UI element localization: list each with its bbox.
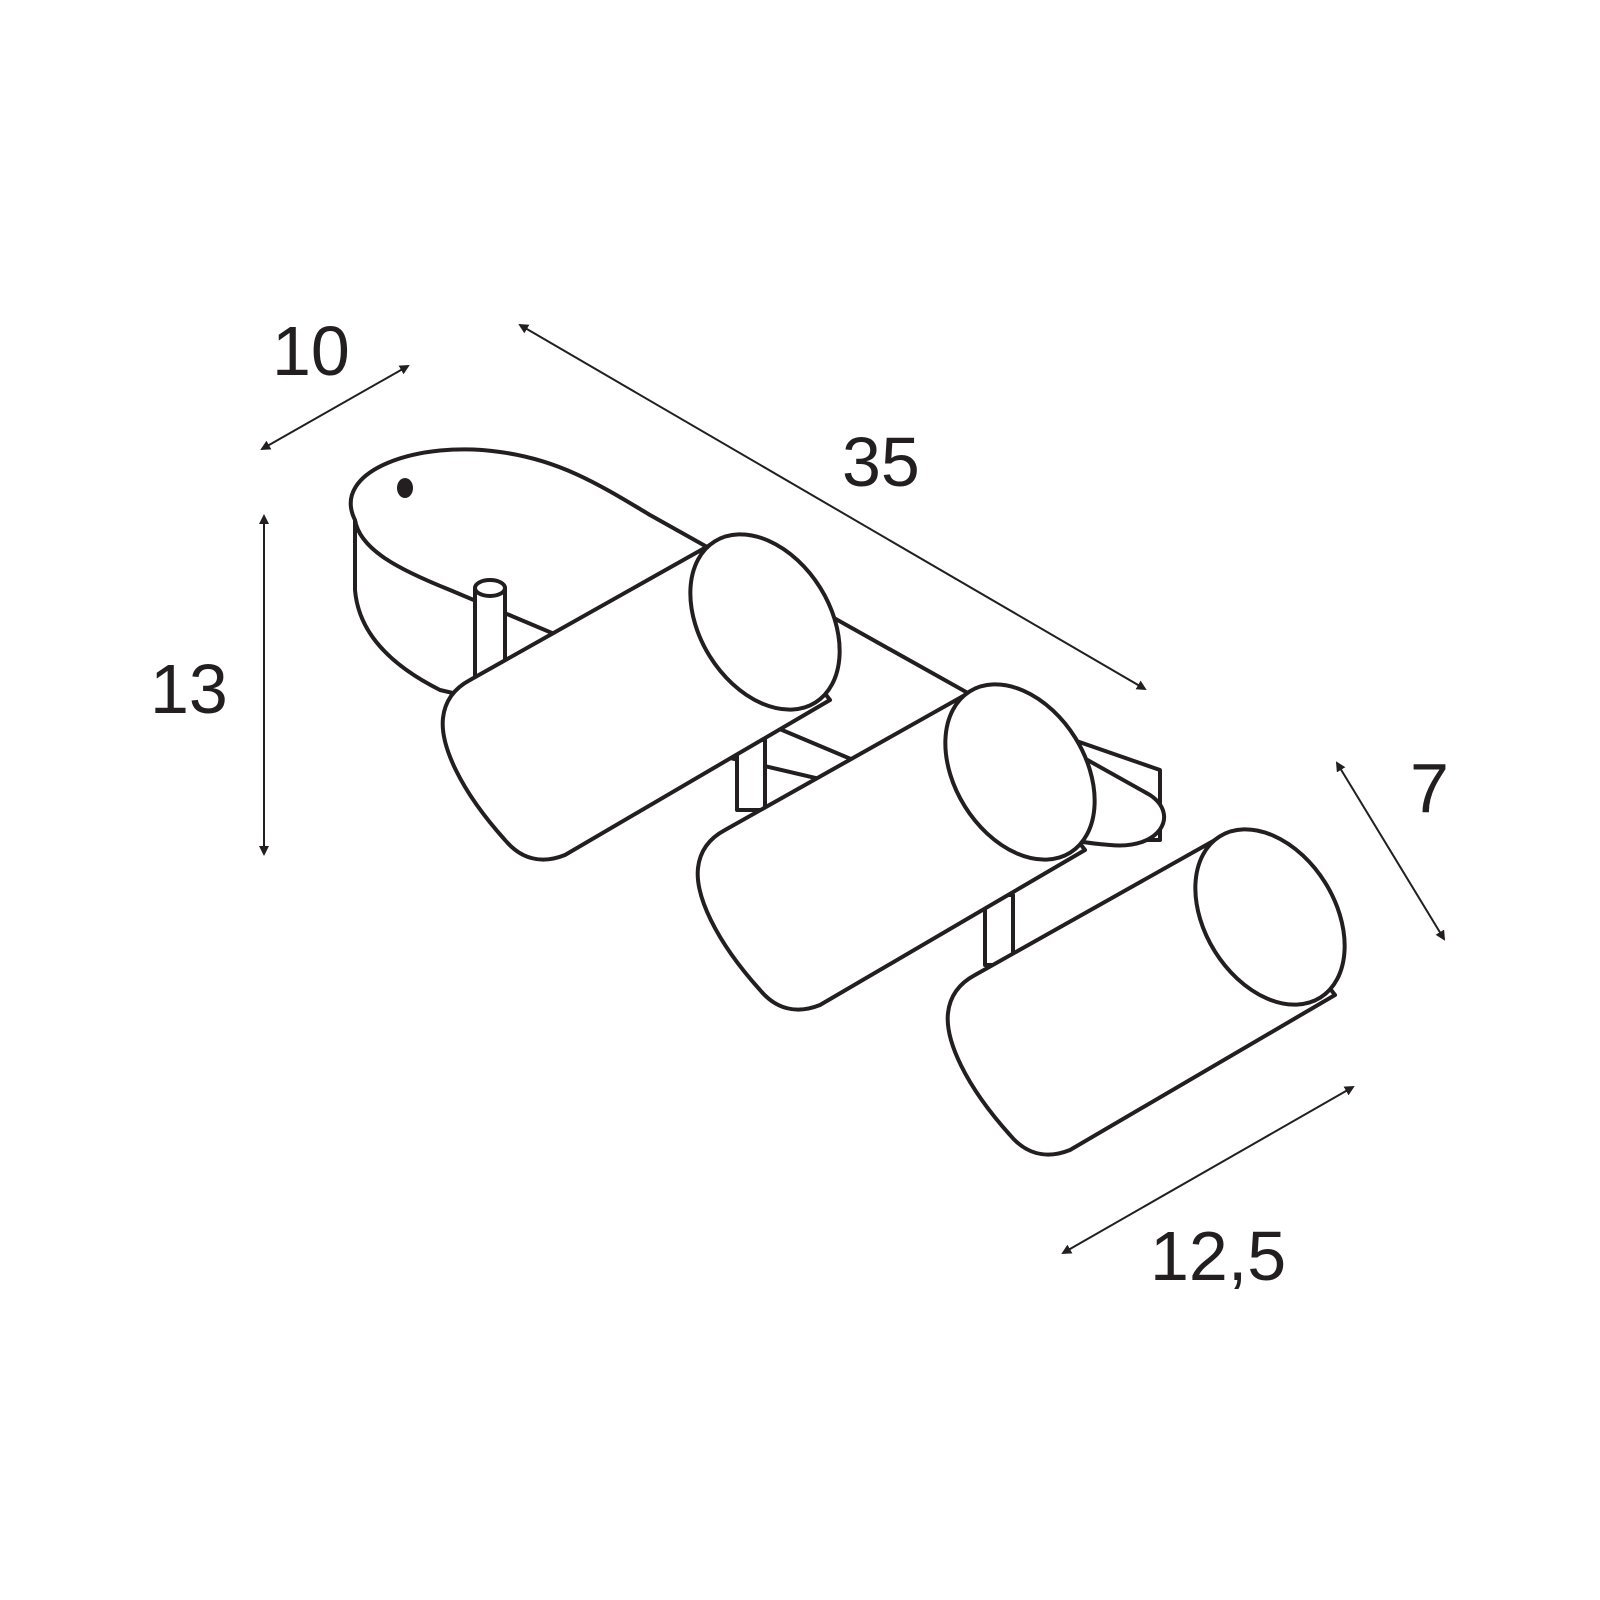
spot-head-3	[945, 827, 1347, 1157]
dim-label-diameter: 7	[1410, 749, 1449, 827]
dim-line-depth	[260, 365, 410, 450]
dim-label-depth: 10	[272, 312, 350, 390]
dim-label-spot-length: 12,5	[1150, 1217, 1286, 1295]
dim-label-height: 13	[150, 650, 228, 728]
spot-stem-1	[473, 578, 507, 682]
dim-line-diameter	[1335, 761, 1446, 941]
screw-hole	[397, 478, 413, 498]
dim-line-length	[518, 323, 1147, 691]
spot-head-2	[695, 682, 1097, 1012]
dim-label-length: 35	[842, 423, 920, 501]
dim-line-spot-length	[1061, 1086, 1355, 1254]
